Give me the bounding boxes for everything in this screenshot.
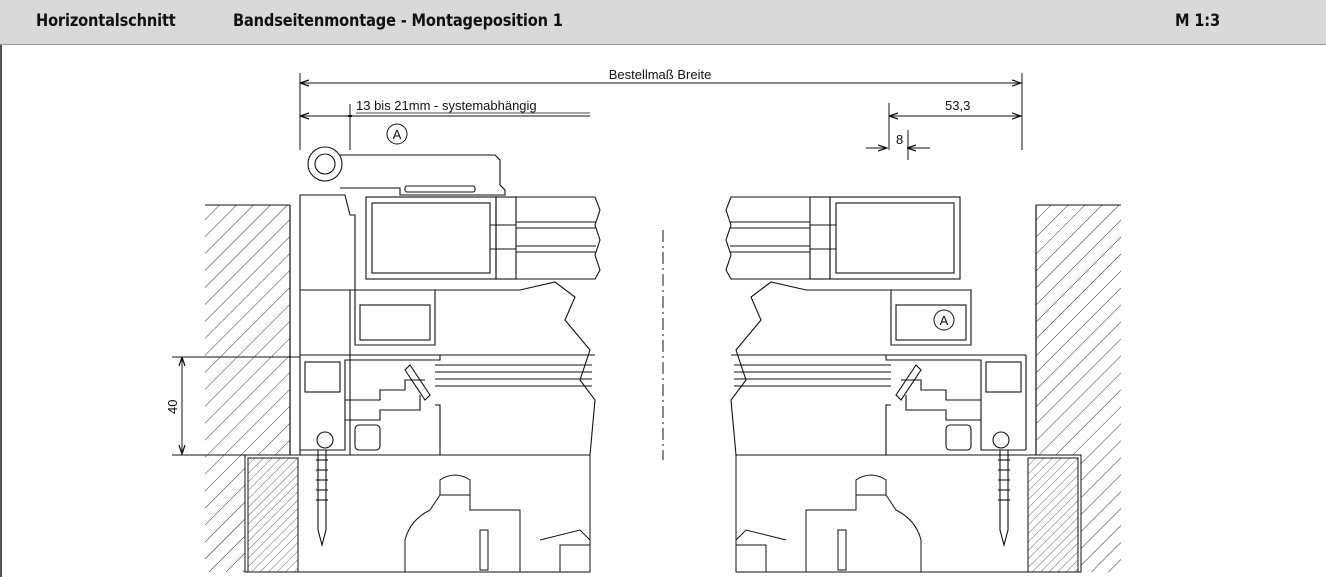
small-distance-label: 8: [896, 132, 903, 147]
dimension-order-width: [299, 73, 1023, 150]
marker-a-left-label: A: [393, 127, 402, 142]
section-subtitle: Bandseitenmontage - Montageposition 1: [233, 11, 563, 31]
right-wall: [1035, 204, 1121, 572]
height-label: 40: [165, 400, 180, 414]
left-wall: [205, 204, 291, 572]
offset-range-label: 13 bis 21mm - systemabhängig: [356, 98, 537, 113]
header-bar: Horizontalschnitt Bandseitenmontage - Mo…: [0, 0, 1326, 45]
left-bottom-frame: [244, 454, 591, 573]
technical-drawing: Bestellmaß Breite 13 bis 21mm - systemab…: [165, 67, 1121, 573]
dimension-offset-range: [301, 104, 590, 150]
marker-a-right-label: A: [940, 313, 949, 328]
scale-label: M 1:3: [1175, 11, 1220, 31]
right-bottom-frame: [735, 454, 1082, 573]
left-sash: [299, 146, 601, 548]
right-distance-label: 53,3: [945, 98, 970, 113]
order-width-label: Bestellmaß Breite: [609, 67, 712, 82]
dimension-small-distance: [866, 130, 930, 160]
right-sash: [725, 196, 1027, 548]
section-title: Horizontalschnitt: [36, 11, 176, 31]
marker-a-left: A: [386, 123, 408, 145]
marker-a-right: A: [933, 309, 955, 331]
dimension-right-distance: [888, 103, 1021, 150]
